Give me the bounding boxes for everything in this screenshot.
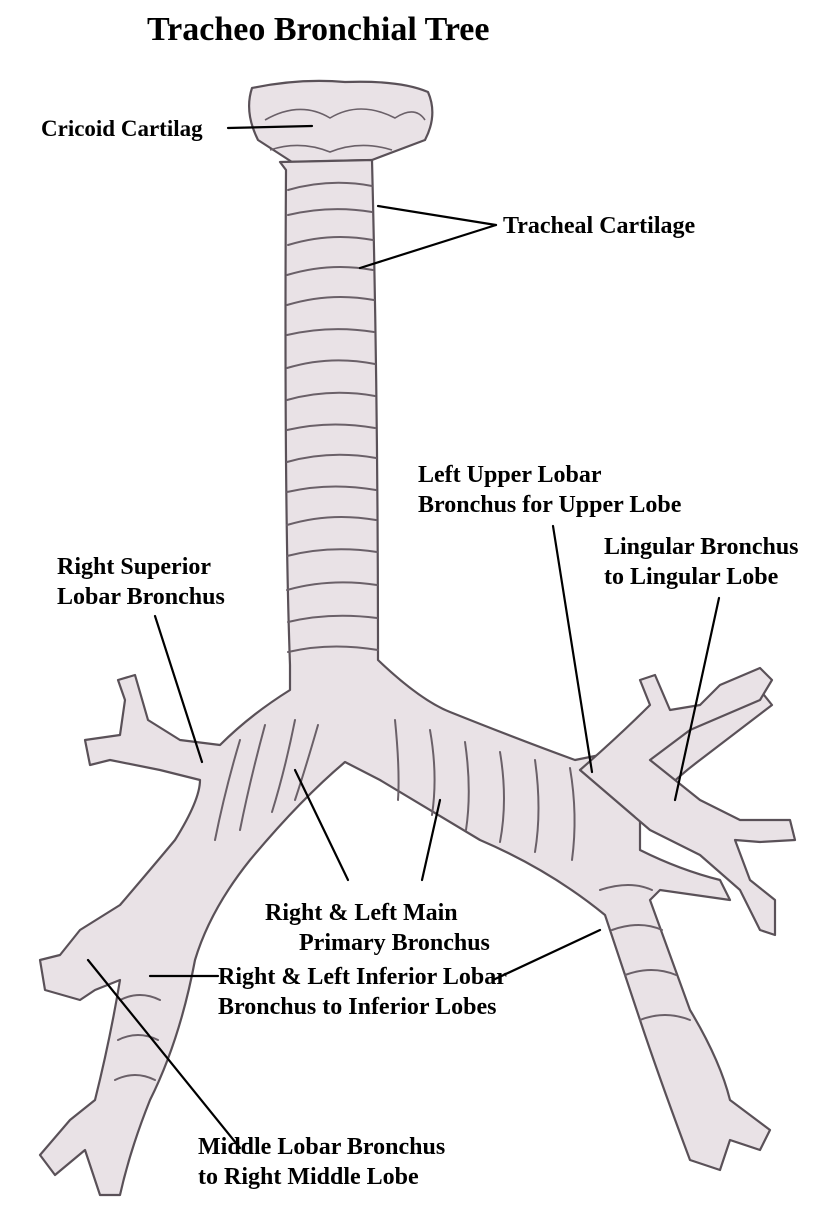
label-line: Bronchus for Upper Lobe	[418, 490, 681, 520]
label-left-upper-lobar-bronchus: Left Upper Lobar Bronchus for Upper Lobe	[418, 460, 681, 520]
label-inferior-lobar-bronchus: Right & Left Inferior Lobar Bronchus to …	[218, 962, 507, 1022]
label-cricoid-cartilage: Cricoid Cartilag	[41, 114, 203, 144]
leader-tracheal-2	[360, 225, 496, 268]
label-line: Right Superior	[57, 552, 225, 582]
label-middle-lobar-bronchus: Middle Lobar Bronchus to Right Middle Lo…	[198, 1132, 445, 1192]
label-lingular-bronchus: Lingular Bronchus to Lingular Lobe	[604, 532, 799, 592]
label-line: Left Upper Lobar	[418, 460, 681, 490]
label-line: Lingular Bronchus	[604, 532, 799, 562]
cricoid-cartilage-shape	[249, 81, 432, 162]
label-right-superior-lobar-bronchus: Right Superior Lobar Bronchus	[57, 552, 225, 612]
label-main-primary-bronchus: Right & Left Main Primary Bronchus	[265, 898, 490, 958]
label-line: Primary Bronchus	[265, 928, 490, 958]
leader-tracheal-1	[378, 206, 496, 225]
leader-inferior-right	[493, 930, 600, 980]
label-tracheal-cartilage: Tracheal Cartilage	[503, 211, 695, 241]
label-line: Bronchus to Inferior Lobes	[218, 992, 507, 1022]
trachea-shape	[40, 160, 772, 1195]
label-line: Middle Lobar Bronchus	[198, 1132, 445, 1162]
label-line: Right & Left Inferior Lobar	[218, 962, 507, 992]
tissue	[40, 81, 795, 1195]
label-line: to Lingular Lobe	[604, 562, 799, 592]
label-line: to Right Middle Lobe	[198, 1162, 445, 1192]
label-line: Lobar Bronchus	[57, 582, 225, 612]
leader-main-1	[295, 770, 348, 880]
label-line: Right & Left Main	[265, 898, 490, 928]
leader-main-2	[422, 800, 440, 880]
leader-left-upper	[553, 526, 592, 772]
diagram-title: Tracheo Bronchial Tree	[147, 10, 490, 50]
